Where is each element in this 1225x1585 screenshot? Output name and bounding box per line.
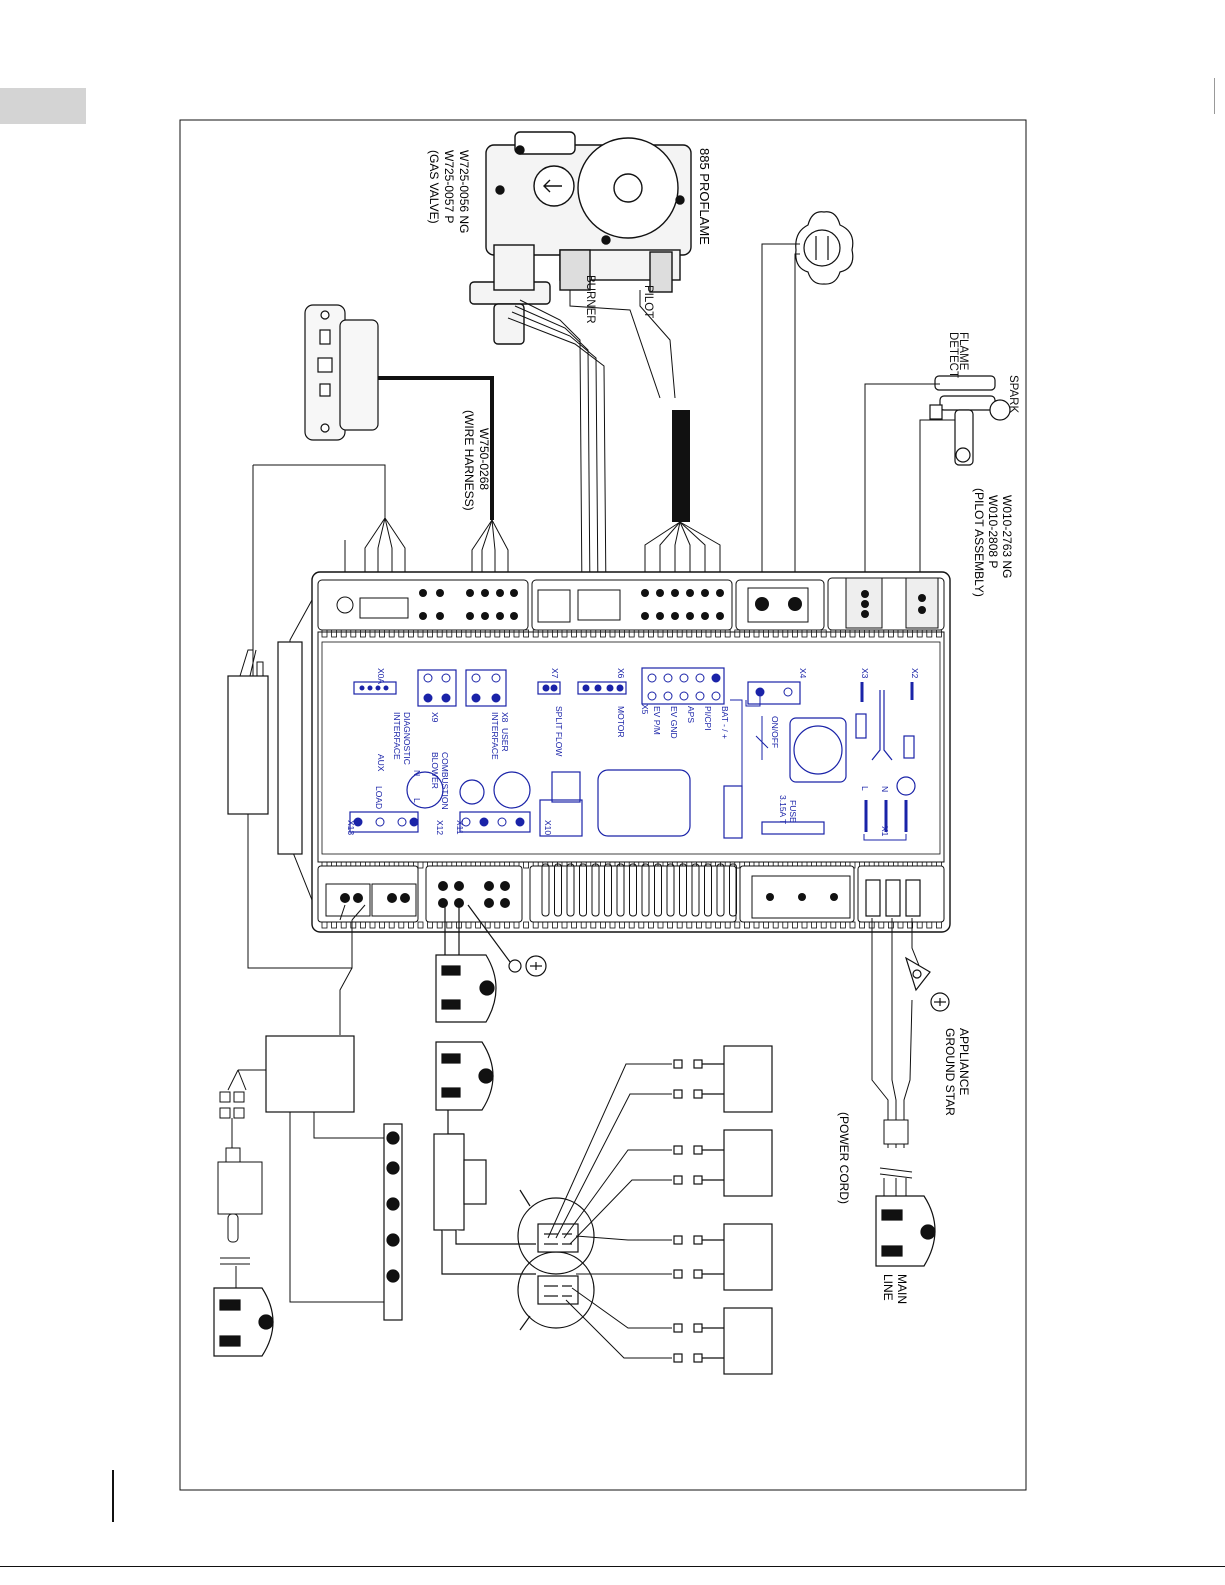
harness-label: W750-0268 (WIRE HARNESS)	[462, 410, 491, 511]
svg-text:INTERFACE: INTERFACE	[490, 712, 500, 760]
ground-symbol	[525, 955, 547, 977]
svg-text:MAIN: MAIN	[895, 1274, 909, 1304]
svg-text:SPLIT FLOW: SPLIT FLOW	[554, 706, 564, 756]
svg-text:W010-2763 NG: W010-2763 NG	[1000, 495, 1014, 578]
svg-text:COMBUSTION: COMBUSTION	[440, 752, 450, 810]
remote-receiver	[304, 304, 379, 441]
pilot-wires	[864, 383, 955, 598]
control-board: X2 X3 X4 X5 X6 X7 X8 X9 X0A X1 X10 X11 X…	[277, 571, 951, 933]
svg-text:INTERFACE: INTERFACE	[392, 712, 402, 760]
svg-text:X10: X10	[543, 820, 553, 835]
svg-text:3.15A T: 3.15A T	[778, 795, 788, 824]
bottom-rule	[0, 1566, 1225, 1567]
svg-text:X8: X8	[500, 712, 510, 723]
svg-text:X13: X13	[346, 820, 356, 835]
svg-text:APS: APS	[686, 706, 696, 723]
svg-text:MOTOR: MOTOR	[616, 706, 626, 737]
svg-text:ON/OFF: ON/OFF	[770, 716, 780, 748]
svg-text:FUSE: FUSE	[788, 800, 798, 823]
svg-text:X0A: X0A	[376, 668, 386, 684]
pilot-assembly	[929, 375, 1011, 466]
svg-text:X6: X6	[616, 668, 626, 679]
svg-text:LINE: LINE	[881, 1274, 895, 1301]
svg-text:BURNER: BURNER	[584, 275, 596, 324]
svg-text:EV GND: EV GND	[669, 706, 679, 739]
svg-text:W750-0268: W750-0268	[477, 428, 491, 490]
power-labels: APPLIANCE GROUND STAR (POWER CORD) MAIN …	[837, 1028, 971, 1304]
svg-text:SPARK: SPARK	[1007, 375, 1019, 413]
svg-text:W725-0056 NG: W725-0056 NG	[457, 150, 471, 233]
svg-text:X9: X9	[430, 712, 440, 723]
blower-outlet	[435, 904, 522, 1023]
svg-text:W725-0057 P: W725-0057 P	[442, 150, 456, 223]
remote-lamp-wires	[547, 1063, 672, 1359]
svg-text:(PILOT ASSEMBLY): (PILOT ASSEMBLY)	[972, 488, 986, 597]
terminal-strip	[383, 1123, 403, 1321]
svg-text:X2: X2	[910, 668, 920, 679]
svg-text:USER: USER	[500, 728, 510, 752]
ground-star	[904, 956, 950, 1012]
svg-text:L: L	[860, 786, 870, 791]
board-side-strip	[277, 641, 303, 855]
section-tab	[0, 88, 86, 124]
gas-valve	[469, 131, 692, 345]
svg-text:LOAD: LOAD	[374, 786, 384, 809]
flame-sensor-wires	[761, 243, 800, 598]
board-edge-teeth-top	[321, 629, 942, 638]
svg-text:GROUND STAR: GROUND STAR	[943, 1028, 957, 1116]
svg-text:X4: X4	[798, 668, 808, 679]
svg-text:X5: X5	[640, 704, 650, 715]
svg-text:(GAS VALVE): (GAS VALVE)	[427, 150, 441, 224]
mainline-plug	[875, 1195, 936, 1267]
aux-plug	[213, 1287, 274, 1357]
aux-module	[265, 1035, 355, 1113]
lamp-blocks	[673, 1045, 773, 1375]
vent-slots	[541, 863, 737, 917]
pilot-labels: SPARK FLAME DETECT W010-2763 NG W010-280…	[947, 332, 1019, 597]
svg-text:PI/CPI: PI/CPI	[703, 706, 713, 731]
svg-text:BLOWER: BLOWER	[430, 752, 440, 789]
power-cord	[871, 918, 921, 1200]
svg-text:DIAGNOSTIC: DIAGNOSTIC	[402, 712, 412, 765]
left-edge-mark	[112, 1470, 114, 1522]
svg-text:885 PROFLAME: 885 PROFLAME	[697, 148, 712, 245]
aux-switch	[217, 1091, 263, 1290]
top-right-mark	[1214, 78, 1215, 114]
harness-cable	[378, 376, 494, 520]
switch-circles	[517, 1189, 595, 1331]
gas-valve-wires	[507, 290, 676, 599]
svg-text:X3: X3	[860, 668, 870, 679]
svg-text:L: L	[412, 798, 422, 803]
gas-valve-label: 885 PROFLAME W725-0056 NG W725-0057 P (G…	[427, 148, 712, 324]
inline-connector-module	[227, 675, 269, 815]
svg-text:(POWER CORD): (POWER CORD)	[837, 1112, 851, 1204]
flame-sensor	[795, 211, 854, 285]
svg-text:BAT - / +: BAT - / +	[720, 706, 730, 739]
switch-outlet	[433, 1041, 536, 1275]
svg-text:PILOT: PILOT	[642, 285, 654, 318]
svg-text:FLAME: FLAME	[957, 332, 969, 371]
diagram-frame	[179, 119, 1027, 1491]
svg-text:(WIRE HARNESS): (WIRE HARNESS)	[462, 410, 476, 511]
svg-text:N: N	[880, 786, 890, 792]
wire-bundle-sleeve	[672, 410, 690, 522]
svg-text:X12: X12	[435, 820, 445, 835]
svg-text:DETECT: DETECT	[947, 332, 959, 378]
board-print: X2 X3 X4 X5 X6 X7 X8 X9 X0A X1 X10 X11 X…	[346, 667, 920, 841]
svg-text:N: N	[412, 770, 422, 776]
svg-text:EV P/M: EV P/M	[652, 706, 662, 735]
svg-text:AUX: AUX	[376, 754, 386, 772]
svg-text:APPLIANCE: APPLIANCE	[957, 1028, 971, 1095]
svg-text:X7: X7	[550, 668, 560, 679]
svg-text:W010-2808 P: W010-2808 P	[986, 495, 1000, 568]
